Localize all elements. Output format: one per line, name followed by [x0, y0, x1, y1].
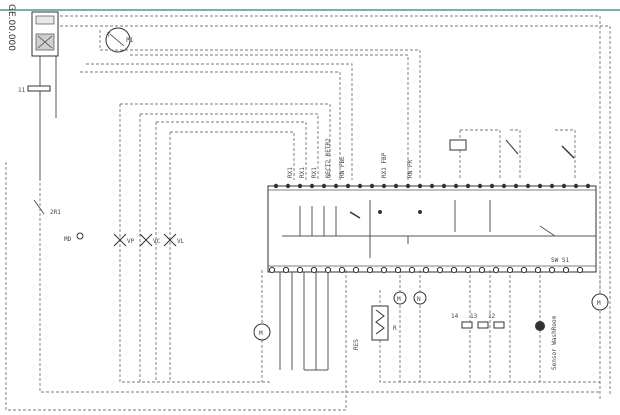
- board-pin-top: [513, 183, 519, 189]
- sensor-label: Sensor WashRoom: [551, 315, 558, 370]
- board-pin-bottom: [422, 266, 430, 274]
- board-pin-top: [465, 183, 471, 189]
- board-pin-bottom: [352, 266, 360, 274]
- board-pin-top: [309, 183, 315, 189]
- board-pin-bottom: [562, 266, 570, 274]
- board-pin-top: [405, 183, 411, 189]
- board-pin-bottom: [450, 266, 458, 274]
- timer-a-label: T: [107, 32, 111, 39]
- pressure-switches: 14 13 12: [451, 313, 505, 329]
- board-pin-top: [549, 183, 555, 189]
- board-pin-bottom: [282, 266, 290, 274]
- board-pin-bottom: [548, 266, 556, 274]
- board-pin-bottom: [520, 266, 528, 274]
- filter-component: [31, 11, 59, 57]
- board-pin-top: [525, 183, 531, 189]
- board-pin-top: [333, 183, 339, 189]
- heater-label: R: [393, 325, 397, 332]
- board-pin-top: [501, 183, 507, 189]
- board-pin-bottom: [296, 266, 304, 274]
- board-pin-bottom: [492, 266, 500, 274]
- switch-12: 12: [488, 313, 496, 320]
- board-top-labels: RX1 RX1 RX1 NECT2 RETR2 RN FBE RX1 FBP R…: [287, 138, 414, 178]
- left-feed: 11 2R1 MD: [18, 56, 84, 243]
- diagram-code: GE.00.000: [6, 4, 16, 51]
- board-pin-top: [369, 183, 375, 189]
- board-pin-top: [381, 183, 387, 189]
- board-pin-top: [537, 183, 543, 189]
- control-board: [267, 185, 597, 273]
- board-pin-bottom: [324, 266, 332, 274]
- small-motors: M N: [393, 291, 427, 305]
- board-pin-top: [285, 183, 291, 189]
- board-pin-bottom: [268, 266, 276, 274]
- board-pin-bottom: [310, 266, 318, 274]
- switch-top-label: 11: [18, 87, 26, 94]
- pin-label-6: RX1 FBP: [381, 152, 388, 178]
- board-pin-top: [441, 183, 447, 189]
- ground-label: MD: [64, 236, 72, 243]
- board-pin-bottom: [380, 266, 388, 274]
- board-pin-bottom: [366, 266, 374, 274]
- top-right-components: [449, 139, 575, 159]
- motor-right-label: M: [597, 300, 601, 307]
- switch-array: [279, 272, 329, 371]
- board-pin-top: [321, 183, 327, 189]
- pin-label-5: RN FBE: [339, 156, 346, 178]
- switch-13: 13: [470, 313, 478, 320]
- board-pin-top: [417, 183, 423, 189]
- pin-label-1: RX1: [287, 167, 294, 178]
- valves: VP VC VL: [113, 233, 185, 247]
- board-pin-top: [297, 183, 303, 189]
- board-pin-top: [573, 183, 579, 189]
- switch-11: [27, 85, 51, 92]
- board-pin-bottom: [394, 266, 402, 274]
- pin-label-7: RN FR: [407, 160, 414, 178]
- board-pin-top: [273, 183, 279, 189]
- board-pin-top: [357, 183, 363, 189]
- timer-dial: T P1: [105, 27, 134, 53]
- board-pin-bottom: [478, 266, 486, 274]
- motor-right: M: [591, 293, 609, 311]
- motor-b-label: M: [397, 296, 401, 303]
- valve-vl-label: VL: [177, 238, 185, 245]
- board-pin-bottom: [576, 266, 584, 274]
- board-pin-top: [345, 183, 351, 189]
- valve-vc-label: VC: [153, 238, 161, 245]
- board-pin-bottom: [464, 266, 472, 274]
- timer-b-label: P1: [126, 37, 134, 44]
- board-pin-top: [477, 183, 483, 189]
- board-pin-top: [585, 183, 591, 189]
- board-pins: [268, 183, 591, 274]
- heater: R RES: [353, 305, 397, 350]
- dashed-wiring: [5, 15, 611, 411]
- motor-c-label: N: [417, 296, 421, 303]
- board-pin-top: [489, 183, 495, 189]
- resistor-label: RES: [353, 339, 360, 350]
- board-pin-bottom: [338, 266, 346, 274]
- board-pin-bottom: [436, 266, 444, 274]
- motor-left-label: M: [259, 330, 263, 337]
- board-pin-top: [453, 183, 459, 189]
- board-pin-bottom: [506, 266, 514, 274]
- pin-label-2: RX1: [299, 167, 306, 178]
- ground-symbol: [76, 232, 84, 240]
- switch-14: 14: [451, 313, 459, 320]
- motor-left: M: [253, 323, 271, 341]
- board-pin-top: [393, 183, 399, 189]
- pin-label-4: NECT2 RETR2: [325, 138, 332, 178]
- board-pin-top: [429, 183, 435, 189]
- sensor: Sensor WashRoom: [535, 315, 558, 370]
- board-pin-top: [561, 183, 567, 189]
- bottom-code: SW S1: [551, 257, 569, 264]
- board-pin-bottom: [408, 266, 416, 274]
- board-pin-bottom: [534, 266, 542, 274]
- pin-label-3: RX1: [311, 167, 318, 178]
- switch-mid-label: 2R1: [50, 209, 61, 216]
- valve-vp-label: VP: [127, 238, 135, 245]
